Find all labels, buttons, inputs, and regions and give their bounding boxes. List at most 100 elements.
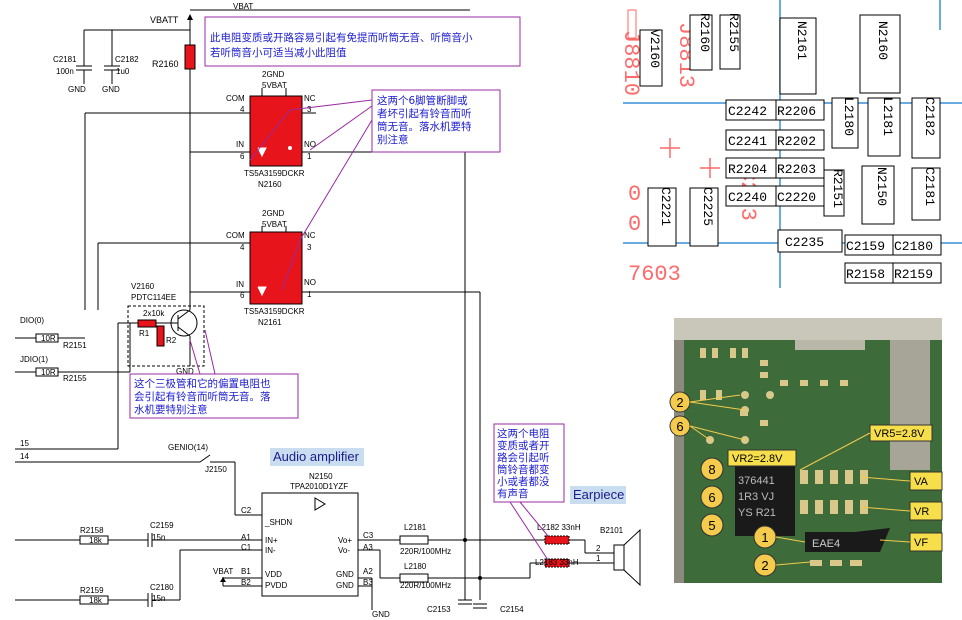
gnd-label: GND <box>336 581 354 590</box>
sw2-in: IN <box>236 280 244 289</box>
sw1-ref: N2160 <box>258 180 282 189</box>
pcb-c2242: C2242 <box>728 104 767 119</box>
note4-line1: 这两个电阻 <box>497 427 550 440</box>
pcb-r2155: R2155 <box>726 13 741 52</box>
note1-line1: 此电阻变质或开路容易引起有免提而听筒无音、听筒音小 <box>210 31 473 44</box>
note4-line4: 筒铃音都变 <box>497 463 550 476</box>
note-resistor-box <box>204 16 521 67</box>
note3-line3: 水机要特别注意 <box>134 403 208 416</box>
callout-5: 5 <box>708 518 715 533</box>
pcb-c2181: C2181 <box>922 167 937 206</box>
earpiece-header <box>570 486 626 504</box>
sw1-p3: 3 <box>307 105 312 114</box>
audio-amp-title: Audio amplifier <box>273 449 360 464</box>
vf-label: VF <box>914 537 928 549</box>
r2155-value: 10R <box>41 368 56 377</box>
pcb-n2160: N2160 <box>875 21 890 60</box>
speaker-cone-icon <box>623 528 641 587</box>
l2182-inductor <box>544 535 570 545</box>
pcb-r2151: R2151 <box>830 169 845 208</box>
sw1-p6: 6 <box>240 152 245 161</box>
transistor-box <box>127 305 205 367</box>
sw2-p1: 1 <box>307 290 312 299</box>
r2158-label: R2158 <box>80 526 104 535</box>
r2160-label: R2160 <box>152 59 179 69</box>
note-transistor-box <box>129 373 299 419</box>
sw1-in: IN <box>236 140 244 149</box>
a1-pin: A1 <box>241 533 251 542</box>
l2181-label: L2181 <box>404 523 427 532</box>
pcb-v2160: V2160 <box>647 29 662 68</box>
r1-label: R1 <box>139 329 150 338</box>
vbat-amp-label: VBAT <box>213 567 233 576</box>
gnd-label: GND <box>102 85 120 94</box>
va-label: VA <box>914 476 929 488</box>
dio0-label: DIO(0) <box>20 316 44 325</box>
sw1-no: NO <box>304 140 316 149</box>
note4-line5: 小或者都没 <box>497 476 550 488</box>
sw1-part: TS5A3159DCKR <box>244 169 305 178</box>
note2-line4: 别注意 <box>377 133 409 146</box>
speaker-body <box>613 544 625 571</box>
sw1-p1: 1 <box>307 152 312 161</box>
c2182-value: 1u0 <box>116 67 130 76</box>
von-label: Vo- <box>338 546 350 555</box>
b2-pin: B2 <box>241 578 251 587</box>
chip-text-3: YS R21 <box>738 507 776 519</box>
note4-line2: 变质或者开 <box>497 439 550 452</box>
amplifier-chip <box>261 492 359 597</box>
r1-resistor <box>137 319 157 328</box>
pcb-r2158: R2158 <box>846 267 885 282</box>
svg-text:0: 0 <box>628 212 641 237</box>
b1-pin: B1 <box>241 567 251 576</box>
r2159-label: R2159 <box>80 586 104 595</box>
pcb-r2204: R2204 <box>728 162 767 177</box>
small-chip-text: EAE4 <box>812 538 840 550</box>
pcb-c2235: C2235 <box>785 235 824 250</box>
note2-line3: 筒无音。落水机要特 <box>377 120 472 133</box>
n2150-label: N2150 <box>309 472 333 481</box>
pcb-c2180: C2180 <box>894 239 933 254</box>
pin1-label: 1 <box>596 554 601 563</box>
pcb-r2159: R2159 <box>894 267 933 282</box>
pdtc-label: PDTC114EE <box>131 293 176 302</box>
pcb-r2203: R2203 <box>777 162 816 177</box>
vbat-top-label: VBAT <box>233 2 253 11</box>
b2101-label: B2101 <box>600 526 624 535</box>
sw1-p4: 4 <box>240 105 245 114</box>
pcb-c2220: C2220 <box>777 190 816 205</box>
pcb-l2181: L2181 <box>880 97 895 136</box>
r2-label: R2 <box>166 336 177 345</box>
r2151-value: 10R <box>41 334 56 343</box>
gnd-label: GND <box>336 570 354 579</box>
pcb-c2240: C2240 <box>728 190 767 205</box>
vbatt-label: VBATT <box>150 15 179 25</box>
callout-6-top: 6 <box>676 419 683 434</box>
inn-label: IN- <box>265 546 276 555</box>
a3-pin: A3 <box>363 543 373 552</box>
c2181-label: C2181 <box>53 55 77 64</box>
pcb-c2225: C2225 <box>700 187 715 226</box>
note-switch-box <box>371 89 501 153</box>
sw2-p6: 6 <box>240 291 245 300</box>
sw1-nc: NC <box>304 94 316 103</box>
note2-line2: 者坏引起有铃音而听 <box>377 107 472 120</box>
callout-6: 6 <box>708 490 715 505</box>
c2153-label: C2153 <box>427 605 451 614</box>
sw1-gnd: 2GND <box>262 70 284 79</box>
r2160-resistor <box>184 44 196 70</box>
l2181-inductor <box>399 535 429 545</box>
sw1-vbat: 5VBAT <box>262 81 287 90</box>
sw2-no: NO <box>304 278 316 287</box>
sw2-nc: NC <box>304 231 316 240</box>
c2159-label: C2159 <box>150 521 174 530</box>
sw2-p3: 3 <box>307 243 312 252</box>
c1-pin: C1 <box>241 543 252 552</box>
c2154-label: C2154 <box>500 605 524 614</box>
v2160-label: V2160 <box>131 282 155 291</box>
b3-pin: B3 <box>363 578 373 587</box>
pcb-r2202: R2202 <box>777 134 816 149</box>
l2180-label: L2180 <box>404 562 427 571</box>
note1-line2: 若听筒音小可适当减小此阻值 <box>210 46 347 59</box>
